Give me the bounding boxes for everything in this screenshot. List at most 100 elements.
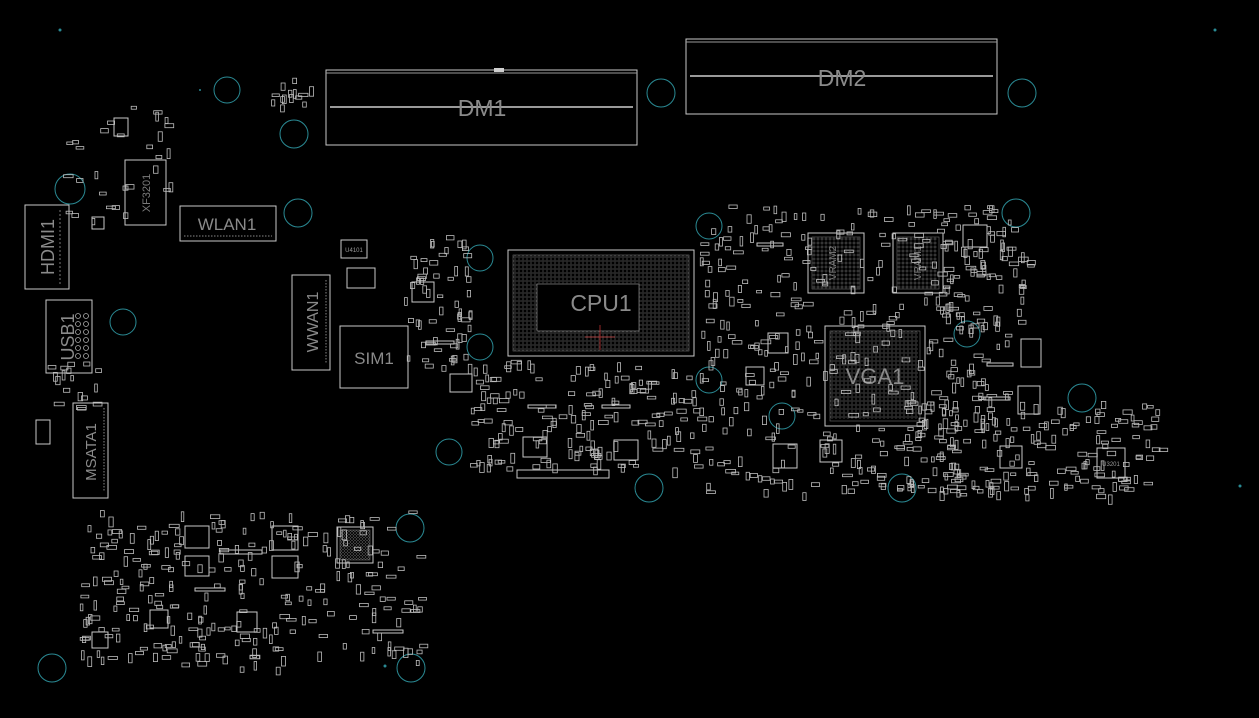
passive-pad (935, 456, 946, 460)
passive-pad (948, 306, 960, 311)
passive-pad (984, 384, 989, 391)
passive-pad (279, 614, 290, 620)
passive-pad (1036, 431, 1041, 441)
passive-pad (646, 380, 658, 385)
passive-pad (1007, 246, 1013, 257)
passive-pad (973, 412, 979, 423)
passive-pad (463, 253, 473, 259)
vga1-chip[interactable]: VGA1 (824, 325, 926, 427)
passive-pad (79, 603, 84, 612)
passive-pad (1018, 284, 1025, 295)
passive-pad (785, 346, 789, 353)
dm1-connector[interactable]: DM1 (325, 68, 638, 146)
passive-pad (106, 545, 117, 550)
passive-pad (938, 423, 942, 431)
passive-pad (909, 253, 919, 258)
passive-pad (888, 384, 893, 391)
passive-pad (1006, 418, 1011, 426)
passive-pad (832, 443, 837, 455)
passive-pad (61, 370, 66, 381)
passive-pad (208, 567, 216, 573)
passive-pad (428, 319, 437, 324)
vram2-chip[interactable]: VRAM2 (807, 232, 865, 294)
passive-pad (802, 212, 807, 221)
passive-pad (296, 564, 303, 569)
passive-pad (611, 400, 620, 405)
passive-pad (1142, 403, 1148, 410)
passive-pad (1085, 416, 1091, 423)
passive-pad (924, 291, 934, 296)
passive-pad (955, 312, 965, 317)
cpu1-chip[interactable]: CPU1 (507, 249, 695, 357)
passive-pad (92, 555, 102, 560)
passive-pad (155, 111, 159, 122)
passive-pad (466, 289, 471, 298)
passive-pad (326, 611, 335, 617)
passive-pad (862, 412, 869, 417)
passive-pad (806, 376, 811, 387)
passive-pad (274, 626, 279, 635)
passive-pad (1070, 470, 1079, 475)
passive-pad (921, 478, 930, 484)
passive-pad (810, 266, 817, 271)
passive-pad (945, 313, 951, 325)
passive-pad (982, 439, 987, 449)
passive-pad (733, 406, 739, 415)
passive-pad (986, 407, 996, 413)
passive-pad (70, 375, 74, 382)
wwan1-connector[interactable]: WWAN1 (291, 274, 331, 371)
passive-pad (236, 621, 242, 628)
passive-pad (488, 458, 493, 467)
passive-pad (960, 493, 968, 497)
passive-pad (944, 399, 949, 411)
passive-pad (404, 297, 408, 306)
passive-pad (586, 430, 591, 441)
passive-pad (287, 533, 292, 540)
passive-pad (742, 279, 749, 284)
passive-pad (1045, 444, 1056, 451)
passive-pad (1010, 472, 1017, 476)
passive-pad (717, 462, 725, 467)
passive-pad (81, 395, 88, 401)
passive-pad (933, 211, 944, 216)
passive-pad (218, 548, 230, 553)
u4101-component[interactable]: U4101 (340, 239, 376, 289)
passive-pad (211, 622, 216, 632)
passive-pad (772, 467, 780, 474)
passive-pad (268, 540, 274, 551)
passive-pad (438, 252, 447, 257)
dm2-connector[interactable]: DM2 (685, 38, 998, 115)
passive-pad (170, 625, 175, 636)
passive-pad (1087, 452, 1098, 458)
xf3201-component[interactable]: XF3201 (124, 159, 167, 226)
passive-pad (250, 513, 255, 522)
passive-pad (628, 460, 636, 466)
u3201-component[interactable]: U3201 (1096, 447, 1126, 479)
passive-pad (699, 407, 704, 416)
passive-pad (1002, 226, 1006, 238)
passive-pad (701, 330, 706, 339)
passive-pad (722, 427, 728, 435)
passive-pad (239, 609, 248, 613)
passive-pad (954, 463, 960, 470)
passive-pad (387, 647, 391, 657)
passive-pad (830, 467, 834, 474)
wlan1-connector[interactable]: WLAN1 (179, 205, 277, 242)
passive-pad (81, 650, 85, 661)
passive-pad (377, 632, 383, 642)
passive-pad (988, 487, 993, 498)
passive-pad (968, 212, 977, 217)
passive-pad (99, 552, 105, 560)
msata1-connector[interactable]: MSATA1 (72, 402, 109, 499)
passive-pad (928, 341, 934, 352)
passive-pad (960, 377, 965, 387)
passive-pad (261, 546, 268, 554)
sim1-connector[interactable]: SIM1 (339, 325, 409, 389)
passive-pad (135, 651, 144, 656)
hdmi1-connector[interactable]: HDMI1 (24, 204, 70, 290)
passive-pad (197, 628, 203, 638)
vram1-chip[interactable]: VRAM1 (892, 232, 944, 294)
passive-pad (987, 205, 993, 210)
passive-pad (417, 273, 427, 279)
usb1-connector[interactable]: USB1 (45, 299, 93, 374)
